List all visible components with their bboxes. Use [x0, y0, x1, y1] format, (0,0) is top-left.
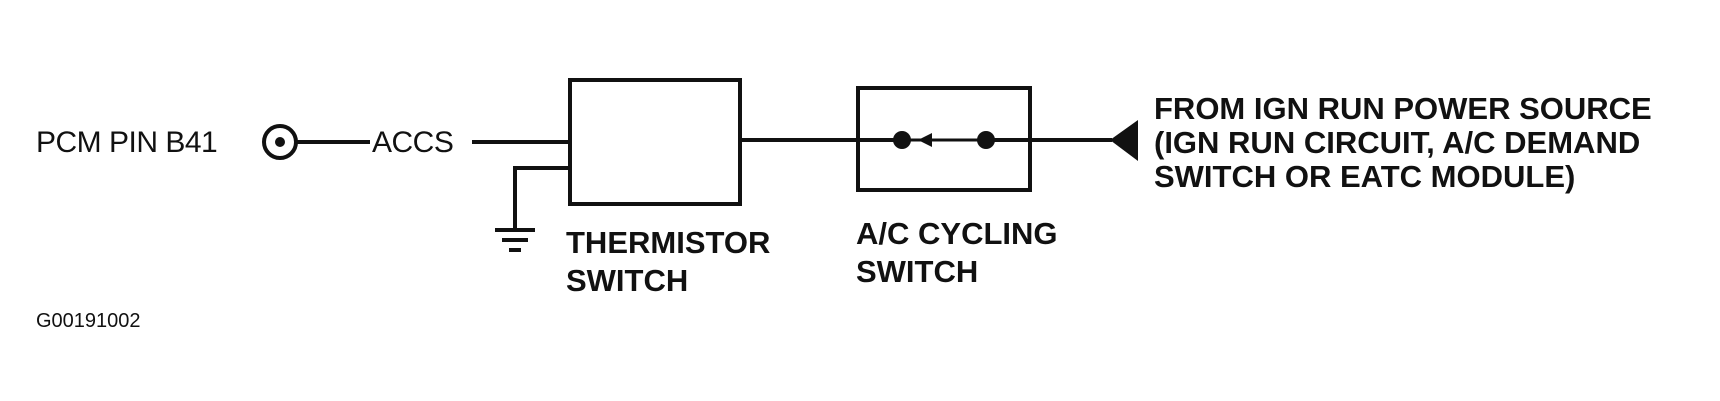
ground-symbol — [495, 228, 535, 252]
pcm-pin-terminal-dot — [275, 137, 285, 147]
thermistor-switch-box — [568, 78, 742, 206]
thermistor-switch-label: THERMISTOR SWITCH — [566, 224, 770, 300]
ac-cycling-switch-label-line2: SWITCH — [856, 254, 979, 289]
cycling-switch-contact-right — [977, 131, 995, 149]
power-source-label-line1: FROM IGN RUN POWER SOURCE — [1154, 91, 1652, 126]
ac-cycling-switch-label-line1: A/C CYCLING — [856, 216, 1058, 251]
figure-id: G00191002 — [36, 310, 141, 332]
power-source-label-line2: (IGN RUN CIRCUIT, A/C DEMAND — [1154, 125, 1641, 160]
wire-thermistor-to-ground — [513, 166, 570, 228]
pcm-pin-label: PCM PIN B41 — [36, 126, 218, 159]
cycling-switch-contact-left — [893, 131, 911, 149]
power-source-label-line3: SWITCH OR EATC MODULE) — [1154, 159, 1576, 194]
power-source-arrowhead — [1110, 120, 1138, 161]
power-source-label: FROM IGN RUN POWER SOURCE (IGN RUN CIRCU… — [1154, 92, 1652, 194]
thermistor-switch-label-line1: THERMISTOR — [566, 225, 771, 260]
ac-cycling-switch-label: A/C CYCLING SWITCH — [856, 215, 1058, 291]
cycling-switch-arrow — [918, 133, 932, 147]
thermistor-switch-label-line2: SWITCH — [566, 263, 689, 298]
accs-label: ACCS — [372, 126, 454, 159]
